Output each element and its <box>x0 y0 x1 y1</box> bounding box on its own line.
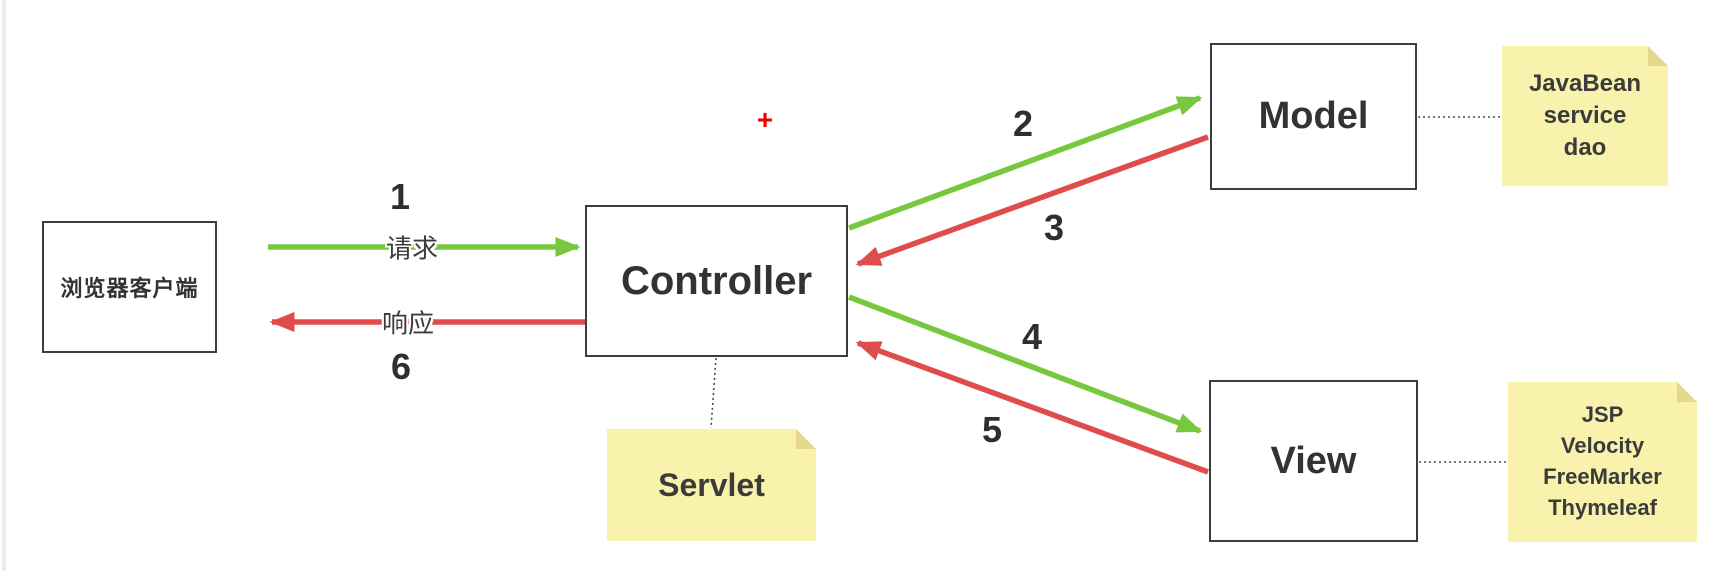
dotted-connector-controller-servlet <box>710 357 717 429</box>
request-label: 请求 <box>385 233 439 264</box>
step-number-1: 1 <box>389 176 411 217</box>
model-label: Model <box>1258 95 1369 137</box>
step-number-4: 4 <box>1021 316 1043 357</box>
view-note-line: FreeMarker <box>1543 464 1662 489</box>
view-note-line: JSP <box>1581 402 1624 428</box>
model-note-line: dao <box>1563 133 1607 161</box>
view-impl-sticky-note: JSP Velocity FreeMarker Thymeleaf <box>1508 382 1697 542</box>
servlet-sticky-note: Servlet <box>607 429 816 541</box>
browser-client-label: 浏览器客户端 <box>60 276 199 301</box>
response-label: 响应 <box>381 308 435 339</box>
arrow-5-view-to-controller <box>855 340 1209 475</box>
step-number-5: 5 <box>981 409 1003 450</box>
controller-label: Controller <box>620 258 813 303</box>
folded-corner-icon <box>1648 46 1668 66</box>
step-number-6: 6 <box>390 346 412 387</box>
folded-corner-icon <box>1677 382 1697 402</box>
arrow-3-model-to-controller <box>855 134 1209 267</box>
view-box: View <box>1209 380 1418 542</box>
arrow-4-controller-to-view <box>848 294 1203 434</box>
step-number-3: 3 <box>1043 207 1065 248</box>
controller-box: Controller <box>585 205 848 357</box>
servlet-note-label: Servlet <box>658 466 765 503</box>
model-impl-sticky-note: JavaBean service dao <box>1502 46 1668 186</box>
arrow-2-controller-to-model <box>848 95 1203 231</box>
browser-client-box: 浏览器客户端 <box>42 221 217 353</box>
red-plus-cursor-icon: + <box>756 104 774 135</box>
page-edge-divider <box>2 0 6 571</box>
folded-corner-icon <box>796 429 816 449</box>
model-box: Model <box>1210 43 1417 190</box>
model-note-line: JavaBean <box>1528 70 1642 98</box>
view-note-line: Thymeleaf <box>1548 494 1657 520</box>
view-label: View <box>1270 439 1357 482</box>
model-note-line: service <box>1543 102 1627 130</box>
view-note-line: Velocity <box>1560 433 1645 459</box>
step-number-2: 2 <box>1012 103 1034 144</box>
